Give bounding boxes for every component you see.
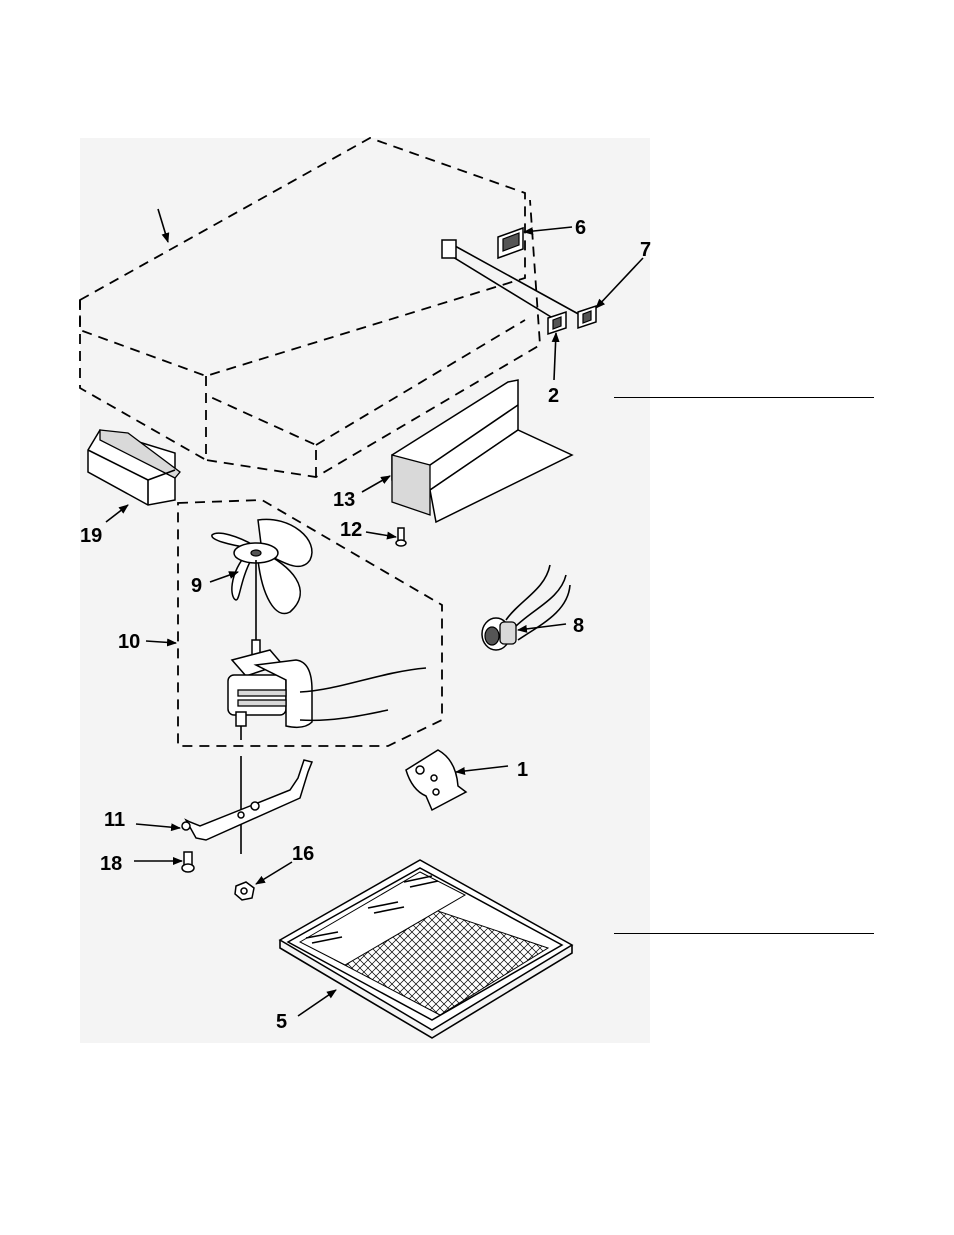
callout-10: 10 xyxy=(118,631,140,653)
callout-1: 1 xyxy=(517,759,528,781)
callout-16: 16 xyxy=(292,843,314,865)
vent-piece xyxy=(88,430,180,505)
callout-12: 12 xyxy=(340,519,362,541)
motor-bracket xyxy=(182,760,312,840)
light-switch-assembly xyxy=(442,228,596,334)
fan-motor xyxy=(228,640,426,854)
callout-8: 8 xyxy=(573,615,584,637)
grease-filter xyxy=(280,860,572,1038)
screw-18 xyxy=(182,852,194,872)
nut-16 xyxy=(235,882,254,900)
fan-blade xyxy=(212,519,312,648)
lamp-socket xyxy=(482,565,570,650)
callout-6: 6 xyxy=(575,217,586,239)
screw-12 xyxy=(396,528,406,546)
callout-7: 7 xyxy=(640,239,651,261)
callout-5: 5 xyxy=(276,1011,287,1033)
lamp-bracket xyxy=(406,750,466,810)
damper-panel xyxy=(392,380,572,522)
callout-11: 11 xyxy=(104,809,125,831)
callout-19: 19 xyxy=(80,525,102,547)
callout-9: 9 xyxy=(191,575,202,597)
hood-arrow xyxy=(158,209,168,242)
callout-2: 2 xyxy=(548,385,559,407)
callout-18: 18 xyxy=(100,853,122,875)
callout-13: 13 xyxy=(333,489,355,511)
